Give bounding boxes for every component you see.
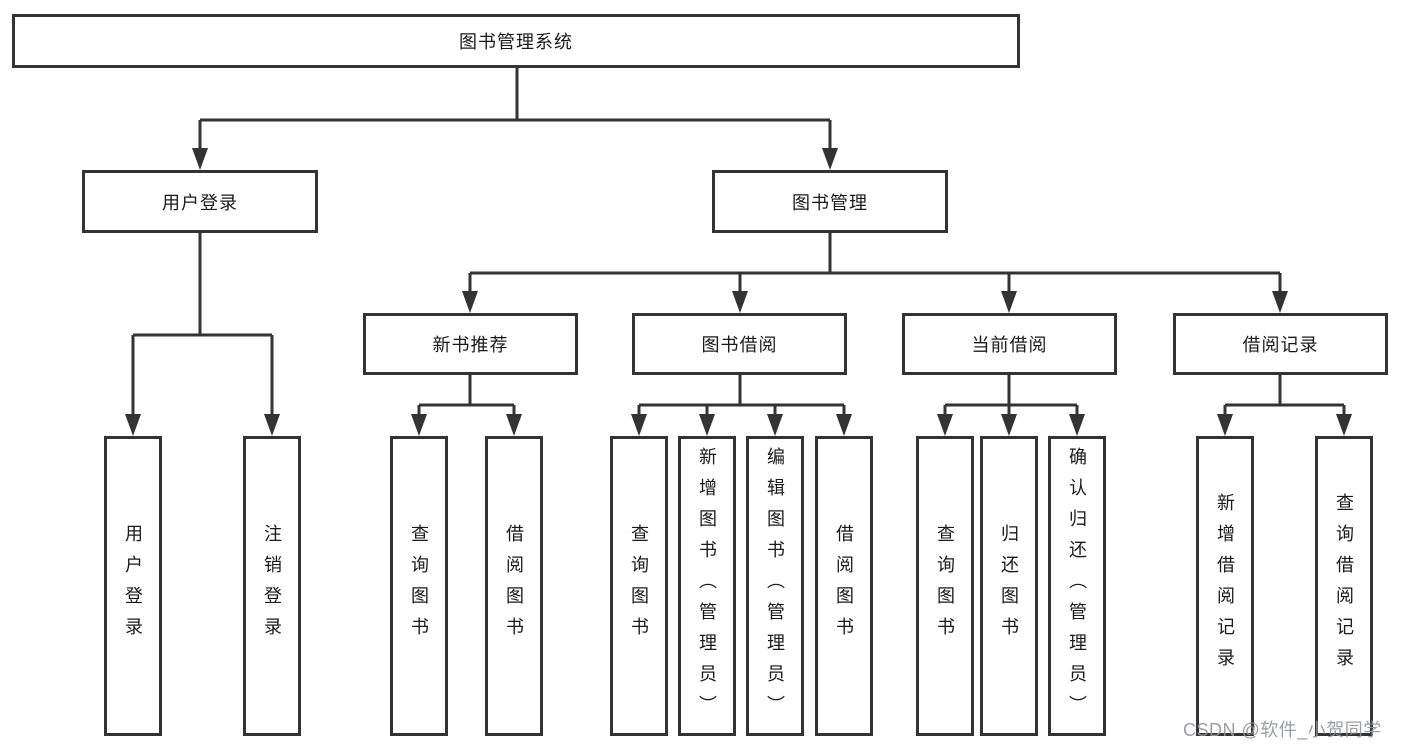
edge-bookborrow-to-leaves (637, 375, 846, 418)
leaf-label: 新增借阅记录 (1215, 493, 1235, 679)
node-new-book-recommendation: 新书推荐 (363, 313, 578, 375)
leaf-borrow-books: 借阅图书 (815, 436, 873, 736)
node-current-borrowing: 当前借阅 (902, 313, 1117, 375)
node-label: 图书管理 (792, 192, 868, 213)
node-label: 图书借阅 (701, 335, 778, 355)
edge-currentborrow-to-leaves (943, 375, 1079, 418)
leaf-query-books-current: 查询图书 (916, 436, 974, 736)
leaf-logout: 注销登录 (243, 436, 301, 736)
node-label: 借阅记录 (1242, 335, 1319, 355)
leaf-return-books: 归还图书 (980, 436, 1038, 736)
leaf-edit-books-admin: 编辑图书（管理员） (746, 436, 804, 736)
leaf-label: 查询图书 (935, 524, 955, 648)
node-borrowing-records: 借阅记录 (1173, 313, 1388, 375)
edge-root-to-level2 (198, 68, 832, 152)
node-library-management-system: 图书管理系统 (12, 14, 1020, 68)
edge-userlogin-to-leaves (131, 233, 274, 418)
leaf-query-borrow-record: 查询借阅记录 (1315, 436, 1373, 736)
node-user-login: 用户登录 (82, 170, 318, 233)
leaf-user-login: 用户登录 (104, 436, 162, 736)
leaf-label: 归还图书 (999, 524, 1019, 648)
leaf-add-books-admin: 新增图书（管理员） (678, 436, 736, 736)
leaf-confirm-return-admin: 确认归还（管理员） (1048, 436, 1106, 736)
edge-bookmgmt-to-level3 (468, 233, 1282, 295)
leaf-query-books-recommend: 查询图书 (390, 436, 448, 736)
leaf-label: 查询图书 (409, 524, 429, 648)
csdn-watermark: CSDN @软件_小贺同学 (1183, 720, 1382, 740)
leaf-label: 查询图书 (629, 524, 649, 648)
leaf-label: 借阅图书 (504, 524, 524, 648)
leaf-label: 借阅图书 (834, 524, 854, 648)
leaf-borrow-books-recommend: 借阅图书 (485, 436, 543, 736)
leaf-label: 注销登录 (262, 524, 282, 648)
edge-newbook-to-leaves (417, 375, 516, 418)
leaf-label: 确认归还（管理员） (1067, 446, 1087, 726)
node-book-borrowing: 图书借阅 (632, 313, 847, 375)
leaf-label: 用户登录 (123, 524, 143, 648)
node-label: 当前借阅 (971, 335, 1048, 355)
node-book-management: 图书管理 (712, 170, 948, 233)
leaf-label: 查询借阅记录 (1334, 493, 1354, 679)
node-label: 用户登录 (162, 192, 238, 213)
leaf-label: 新增图书（管理员） (697, 446, 717, 726)
leaf-label: 编辑图书（管理员） (765, 446, 785, 726)
leaf-add-borrow-record: 新增借阅记录 (1196, 436, 1254, 736)
edge-records-to-leaves (1223, 375, 1346, 418)
node-label: 新书推荐 (432, 335, 509, 355)
leaf-query-books-borrow: 查询图书 (610, 436, 668, 736)
node-label: 图书管理系统 (459, 32, 573, 52)
